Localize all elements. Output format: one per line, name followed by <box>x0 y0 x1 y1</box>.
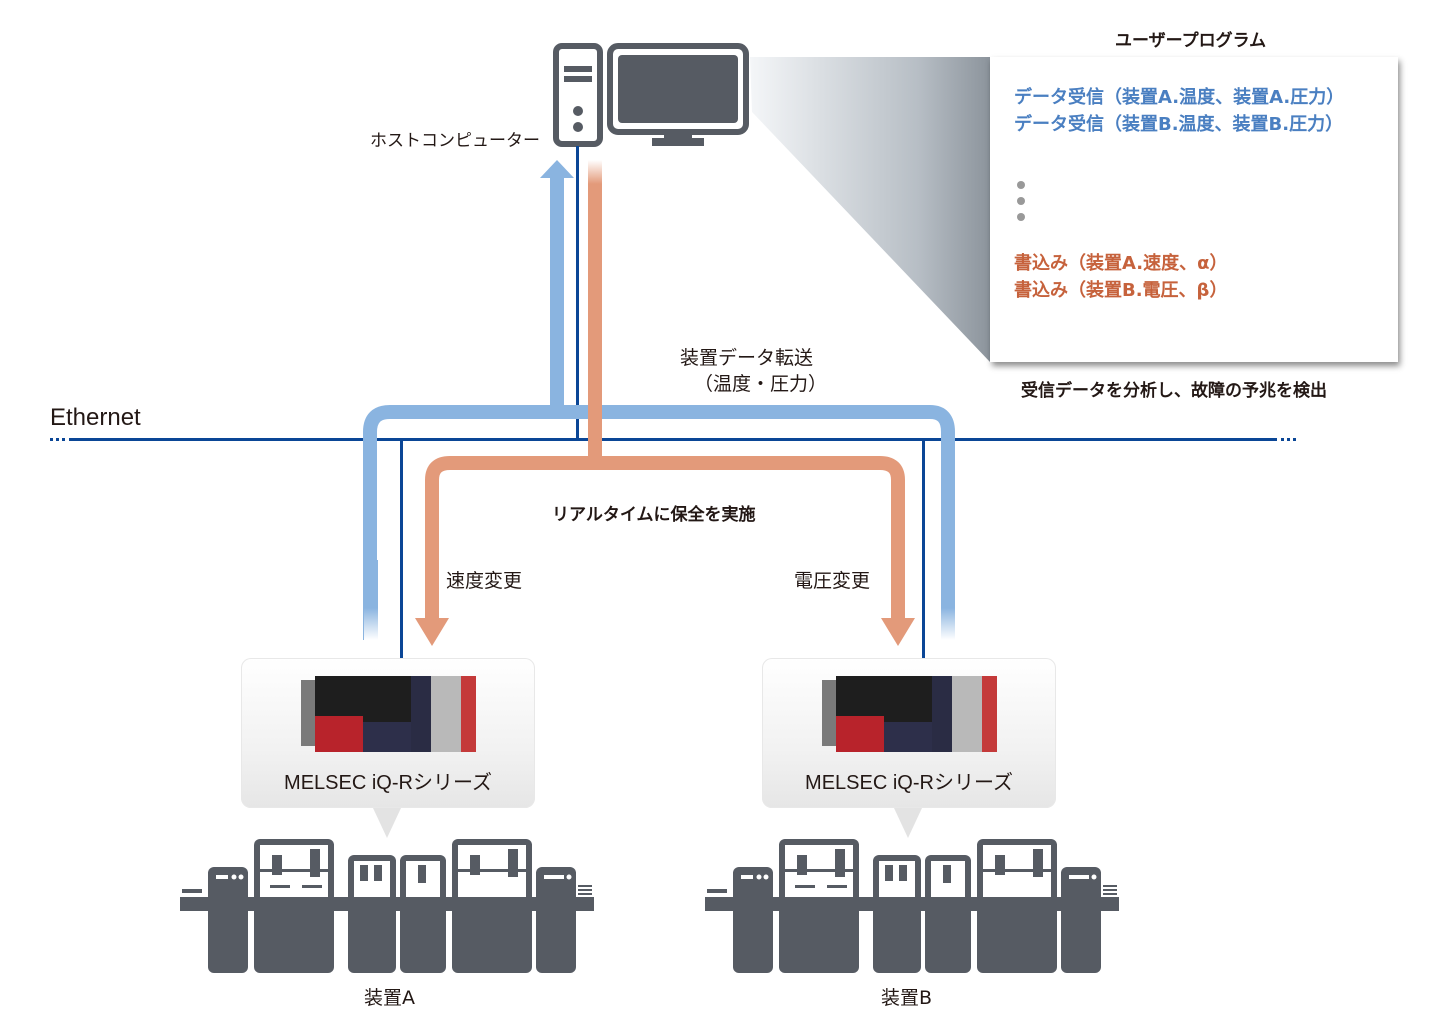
arrow-down-a <box>415 618 449 646</box>
ellipsis-dot <box>1017 213 1025 221</box>
zoom-projection <box>750 57 990 362</box>
program-receive-line: データ受信（装置A.温度、装置A.圧力） <box>1014 87 1345 108</box>
user-program-title: ユーザープログラム <box>1115 31 1267 51</box>
monitor-icon <box>607 43 749 146</box>
user-program-box: データ受信（装置A.温度、装置A.圧力） データ受信（装置B.温度、装置B.圧力… <box>990 57 1398 362</box>
pc-tower-icon <box>553 43 603 147</box>
machine-b-icon <box>705 839 1119 973</box>
bubble-tail <box>894 808 922 838</box>
host-computer-label: ホストコンピューター <box>370 131 540 151</box>
command-flow-arrow <box>415 160 915 646</box>
program-write-line: 書込み（装置B.電圧、β） <box>1014 280 1228 301</box>
bubble-tail <box>373 808 401 838</box>
ellipsis-dot <box>1017 197 1025 205</box>
ellipsis-dot <box>1017 181 1025 189</box>
ethernet-drop-b <box>922 438 925 678</box>
arrow-down-b <box>881 618 915 646</box>
plc-module-icon <box>301 676 476 752</box>
plc-caption: MELSEC iQ-Rシリーズ <box>805 772 1013 794</box>
program-receive-line: データ受信（装置B.温度、装置B.圧力） <box>1014 114 1344 135</box>
device-b-label: 装置B <box>881 987 933 1009</box>
analysis-caption: 受信データを分析し、故障の予兆を検出 <box>1021 381 1327 401</box>
maintenance-label: リアルタイムに保全を実施 <box>552 505 756 525</box>
ethernet-label: Ethernet <box>50 404 141 431</box>
program-write-line: 書込み（装置A.速度、α） <box>1014 253 1228 274</box>
ethernet-drop-a <box>400 438 403 678</box>
machine-a-icon <box>180 839 594 973</box>
left-action-label: 速度変更 <box>446 570 523 592</box>
device-a-label: 装置A <box>364 987 415 1009</box>
ethernet-line <box>50 438 1296 441</box>
upload-label-detail: （温度・圧力） <box>694 373 828 395</box>
upload-flow-arrow <box>363 160 955 642</box>
right-action-label: 電圧変更 <box>794 570 871 592</box>
plc-bubble-b: MELSEC iQ-Rシリーズ <box>762 658 1056 838</box>
plc-bubble-a: MELSEC iQ-Rシリーズ <box>241 658 535 838</box>
plc-caption: MELSEC iQ-Rシリーズ <box>284 772 492 794</box>
upload-label: 装置データ転送 <box>680 347 814 369</box>
plc-module-icon <box>822 676 997 752</box>
ethernet-drop-host <box>576 146 579 440</box>
